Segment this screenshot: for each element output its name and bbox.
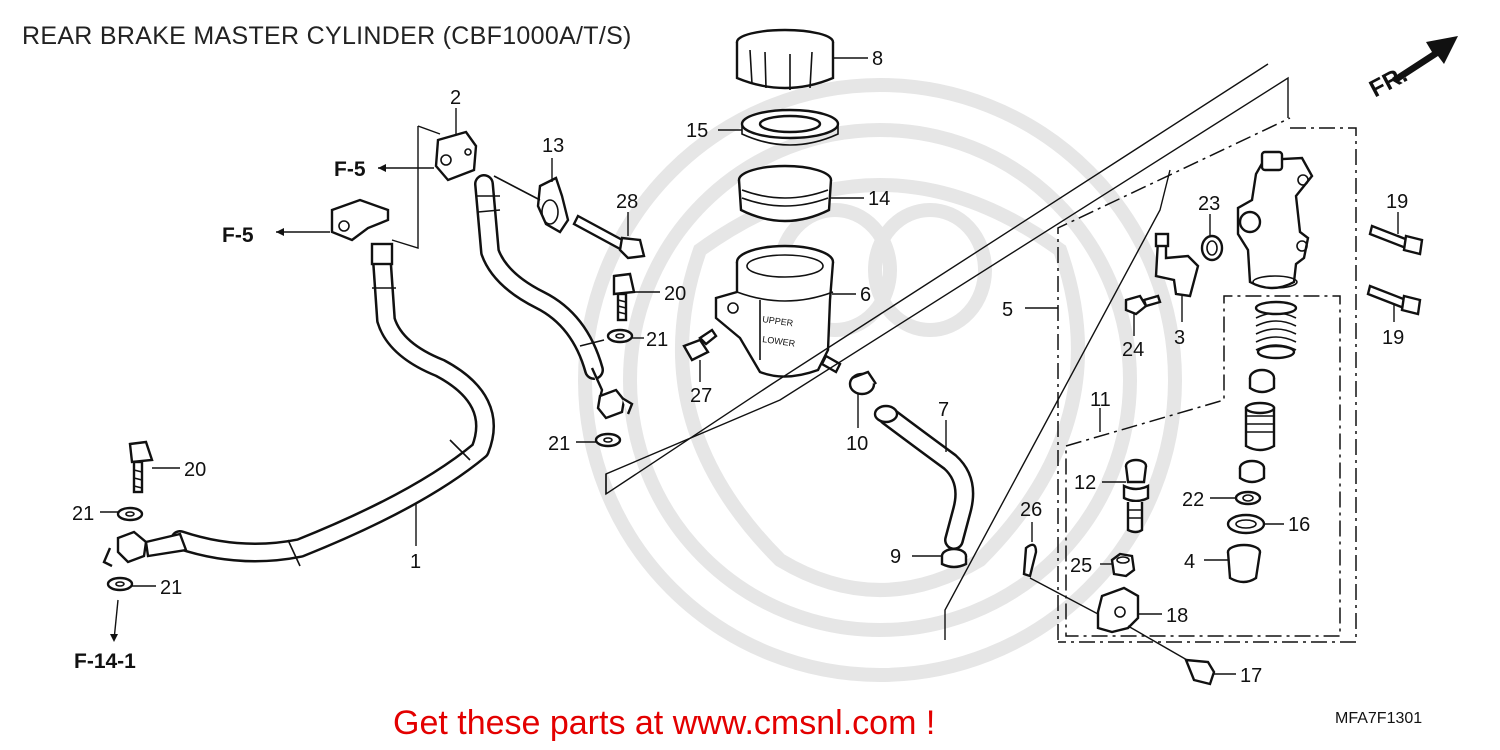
front-direction-arrow: FR. <box>1365 36 1458 103</box>
master-cylinder-spring[interactable] <box>1254 300 1298 360</box>
part-26-cotter-pin[interactable] <box>1022 543 1038 578</box>
callout-25: 25 <box>1070 555 1092 577</box>
callout-19-upper: 19 <box>1386 191 1408 213</box>
watermark-logo <box>578 78 1182 682</box>
callout-8: 8 <box>872 48 883 70</box>
part-27-bolt[interactable] <box>682 328 718 362</box>
callout-21-a: 21 <box>646 329 668 351</box>
callout-21-c: 21 <box>72 503 94 525</box>
master-cylinder-body[interactable] <box>1236 150 1314 290</box>
ref-f5-upper: F-5 <box>334 158 366 181</box>
callout-27: 27 <box>690 385 712 407</box>
front-direction-label: FR. <box>1365 61 1412 103</box>
callout-28: 28 <box>616 191 638 213</box>
callout-18: 18 <box>1166 605 1188 627</box>
callout-16: 16 <box>1288 514 1310 536</box>
brake-hose-to-caliper[interactable] <box>474 174 605 399</box>
part-4-boot[interactable] <box>1226 543 1262 584</box>
part-16-circlip[interactable] <box>1226 513 1266 535</box>
part-17-joint-pin[interactable] <box>1184 658 1216 686</box>
part-11-push-rod-frame <box>1065 295 1341 637</box>
callout-26: 26 <box>1020 499 1042 521</box>
callout-3: 3 <box>1174 327 1185 349</box>
part-1-brake-hose[interactable] <box>170 242 495 567</box>
diagram-title: REAR BRAKE MASTER CYLINDER (CBF1000A/T/S… <box>22 22 632 50</box>
callout-5: 5 <box>1002 299 1013 321</box>
part-9-hose-clip[interactable] <box>940 547 968 569</box>
callout-6: 6 <box>860 284 871 306</box>
ref-f14-1: F-14-1 <box>74 650 136 673</box>
diagram-code: MFA7F1301 <box>1335 710 1423 727</box>
part-12-push-rod[interactable] <box>1122 458 1150 534</box>
part-6-reservoir-tank[interactable]: UPPER LOWER <box>714 244 842 378</box>
part-14-diaphragm[interactable] <box>737 164 833 223</box>
callout-24: 24 <box>1122 339 1144 361</box>
callout-15: 15 <box>686 120 708 142</box>
reservoir-lower-mark: LOWER <box>762 334 797 349</box>
callout-21-b: 21 <box>548 433 570 455</box>
part-22-washer[interactable] <box>1234 490 1262 506</box>
banjo-fitting-lower[interactable] <box>102 530 188 568</box>
callout-7: 7 <box>938 399 949 421</box>
part-13-hose-clamp[interactable] <box>493 175 570 234</box>
part-28-bolt[interactable] <box>572 214 646 260</box>
part-20-bolt-upper[interactable] <box>612 272 636 322</box>
part-18-rod-joint[interactable] <box>1096 586 1140 634</box>
callout-10: 10 <box>846 433 868 455</box>
brake-hose-bracket-upper[interactable] <box>434 130 478 182</box>
part-24-screw[interactable] <box>1124 294 1162 316</box>
piston[interactable] <box>1244 401 1276 452</box>
part-23-o-ring[interactable] <box>1200 234 1224 262</box>
callout-2: 2 <box>450 87 461 109</box>
callout-20-upper: 20 <box>664 283 686 305</box>
part-15-set-plate[interactable] <box>740 108 840 146</box>
callout-14: 14 <box>868 188 890 210</box>
part-25-nut[interactable] <box>1110 552 1136 578</box>
callout-23: 23 <box>1198 193 1220 215</box>
part-21-washer-b[interactable] <box>594 432 622 448</box>
part-7-reservoir-hose[interactable] <box>873 404 975 550</box>
callout-22: 22 <box>1182 489 1204 511</box>
part-21-washer-a[interactable] <box>606 328 634 344</box>
callout-13: 13 <box>542 135 564 157</box>
callout-21-d: 21 <box>160 577 182 599</box>
part-3-joint[interactable] <box>1154 232 1200 298</box>
callout-9: 9 <box>890 546 901 568</box>
secondary-cup[interactable] <box>1238 459 1266 484</box>
callout-4: 4 <box>1184 551 1195 573</box>
part-21-washer-c[interactable] <box>116 506 144 522</box>
promo-footer: Get these parts at www.cmsnl.com ! <box>393 704 936 742</box>
part-21-washer-d[interactable] <box>106 576 134 592</box>
part-5-master-cylinder-frame <box>1057 117 1357 643</box>
callout-19-lower: 19 <box>1382 327 1404 349</box>
callout-12: 12 <box>1074 472 1096 494</box>
primary-cup[interactable] <box>1248 368 1276 394</box>
callout-17: 17 <box>1240 665 1262 687</box>
callout-1: 1 <box>410 551 421 573</box>
reservoir-upper-mark: UPPER <box>762 314 795 328</box>
ref-f5-lower: F-5 <box>222 224 254 247</box>
brake-hose-bracket-lower[interactable] <box>330 198 390 242</box>
callout-11: 11 <box>1090 389 1111 411</box>
part-8-reservoir-cap[interactable] <box>735 28 835 90</box>
part-19-bolt-lower[interactable] <box>1366 284 1422 316</box>
part-20-bolt-lower[interactable] <box>128 440 154 494</box>
callout-20-lower: 20 <box>184 459 206 481</box>
banjo-fitting-upper[interactable] <box>596 388 634 420</box>
part-10-hose-clip[interactable] <box>848 370 877 396</box>
part-19-bolt-upper[interactable] <box>1368 224 1424 256</box>
